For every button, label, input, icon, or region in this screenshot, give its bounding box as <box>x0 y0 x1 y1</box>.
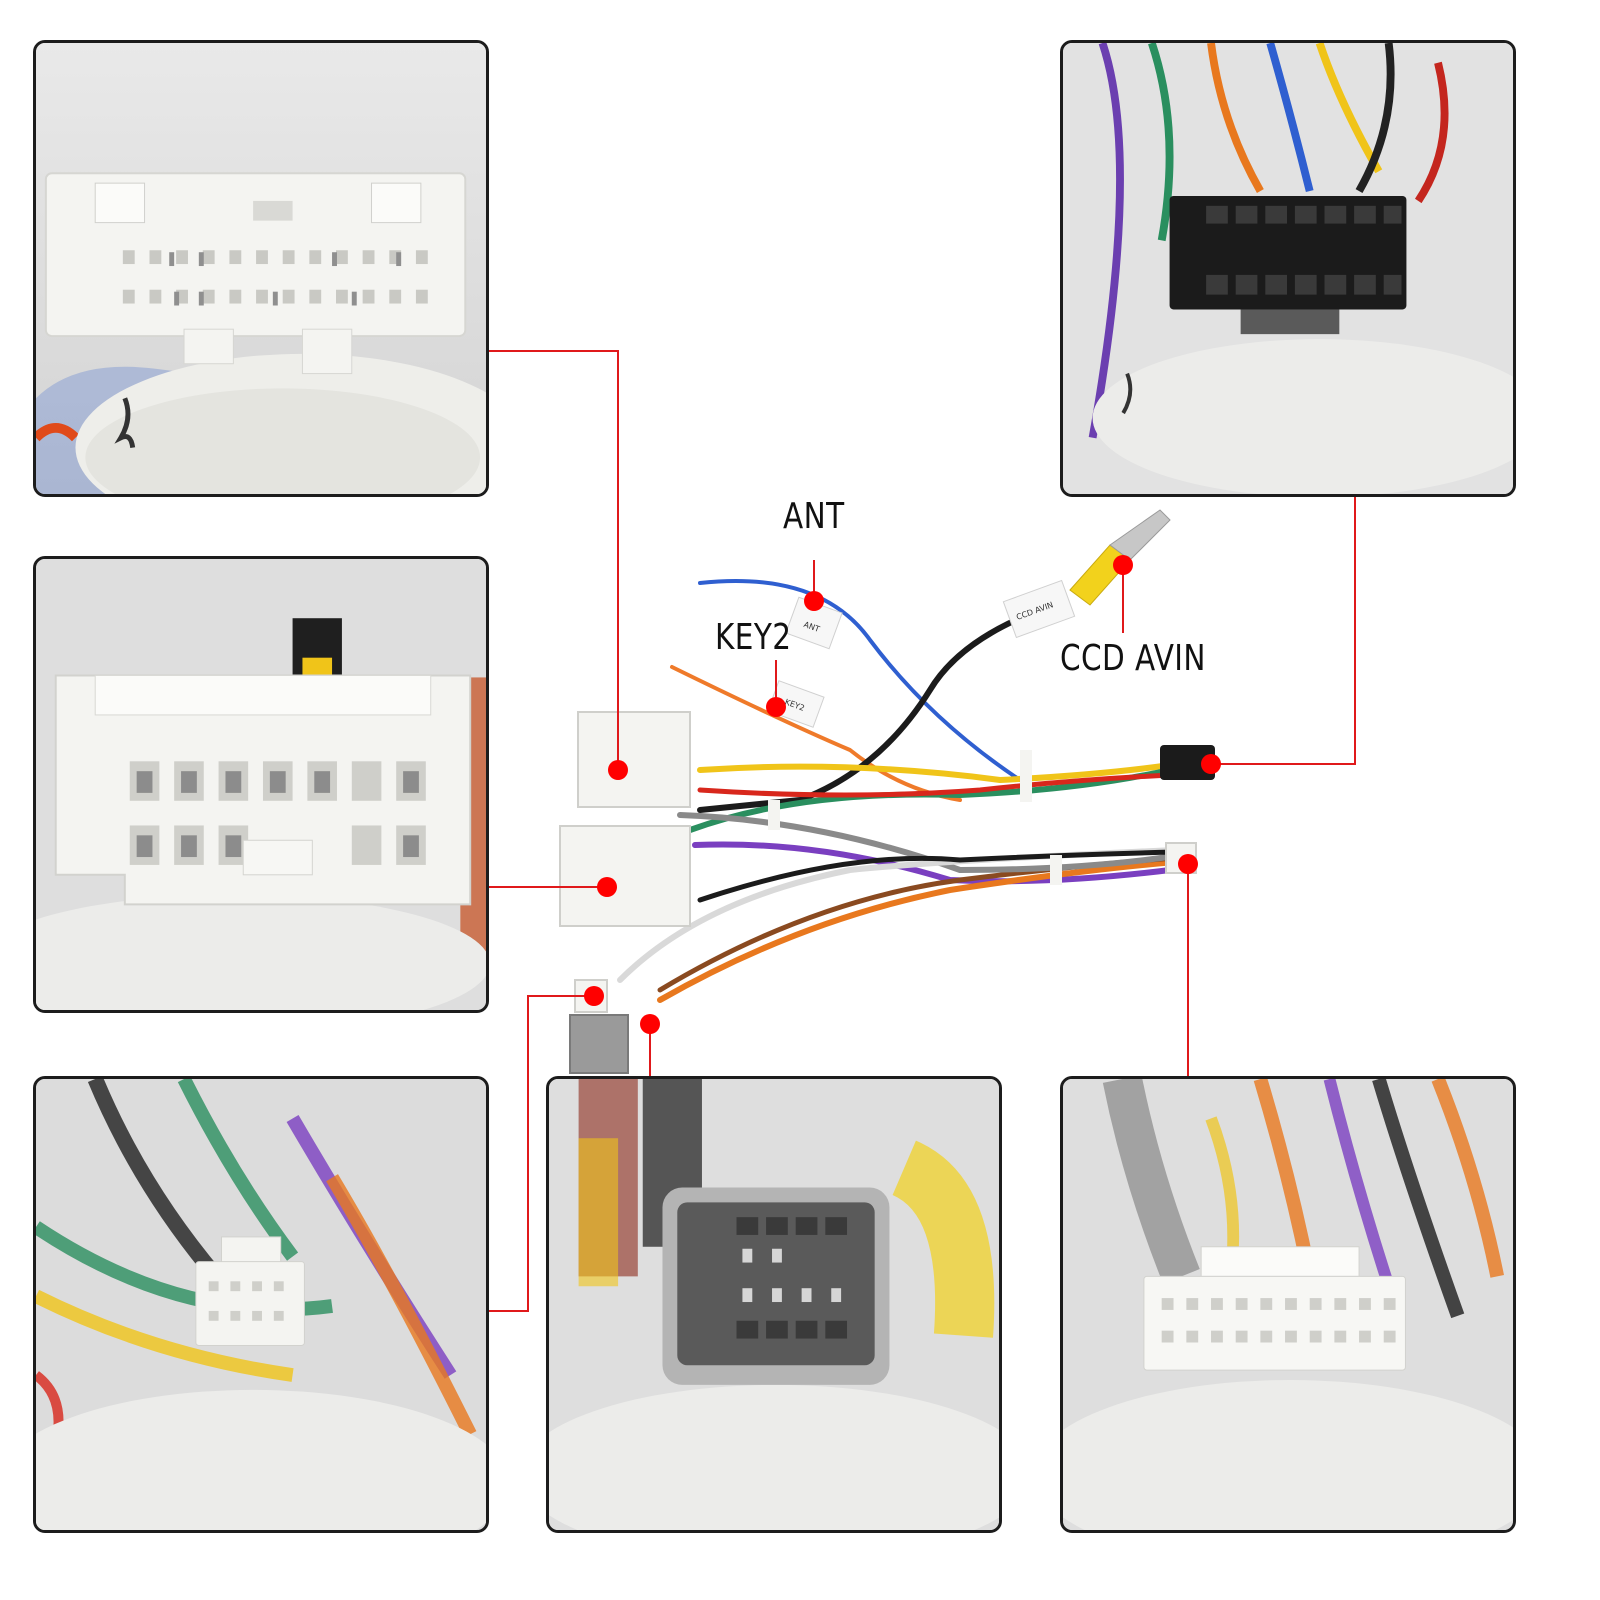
callout-dot-bottom-mid <box>640 1014 660 1034</box>
harness-green-wire <box>687 767 1173 833</box>
key2-wire-tag <box>767 680 825 728</box>
white-24pin-connector-photo <box>36 43 486 494</box>
cable-tie <box>1050 855 1062 885</box>
callout-line-top-right <box>1211 497 1356 765</box>
rca-connector <box>1069 544 1131 606</box>
callout-dot-key2 <box>766 697 786 717</box>
small-white-6pin-connector-photo <box>36 1079 486 1530</box>
harness-black-wire <box>697 849 1178 903</box>
callout-dot-ant <box>804 591 824 611</box>
panel-bottom-left <box>33 1076 489 1533</box>
rca-tip <box>1109 509 1171 561</box>
panel-bottom-right <box>1060 1076 1516 1533</box>
harness-grey-wire <box>677 812 1178 874</box>
white-20pin-connector-photo <box>1063 1079 1513 1530</box>
callout-dot-top-right <box>1201 754 1221 774</box>
panel-top-left <box>33 40 489 497</box>
ant-label: ANT <box>783 496 845 537</box>
ant-wire <box>698 579 1022 782</box>
cable-tie <box>1020 750 1032 802</box>
callout-dot-mid-left <box>597 877 617 897</box>
callout-dot-bottom-left <box>584 986 604 1006</box>
ccd-avin-label: CCD AVIN <box>1060 638 1206 679</box>
callout-dot-bottom-right <box>1178 854 1198 874</box>
harness-white-24pin <box>559 825 691 927</box>
harness-grey-8pin <box>569 1014 629 1074</box>
harness-yellow-wire <box>697 762 1173 784</box>
black-16pin-connector-photo <box>1063 43 1513 494</box>
callout-line-bottom-left <box>489 995 594 1312</box>
white-16pin-connector-photo <box>36 559 486 1010</box>
panel-mid-left <box>33 556 489 1013</box>
key2-wire <box>670 665 962 802</box>
panel-top-right <box>1060 40 1516 497</box>
avin-wire-tag <box>1002 579 1076 639</box>
avin-wire <box>697 607 1043 813</box>
panel-bottom-mid <box>546 1076 1002 1533</box>
grey-8pin-connector-photo <box>549 1079 999 1530</box>
callout-dot-top-left <box>608 760 628 780</box>
callout-line-top-left <box>489 350 619 770</box>
harness-red-wire <box>697 772 1173 798</box>
harness-white-16pin <box>577 711 691 808</box>
harness-black-16pin <box>1160 745 1215 780</box>
key2-label: KEY2 <box>715 617 792 658</box>
harness-orange-wire <box>657 859 1178 1003</box>
cable-tie <box>768 800 780 830</box>
callout-dot-ccd-avin <box>1113 555 1133 575</box>
